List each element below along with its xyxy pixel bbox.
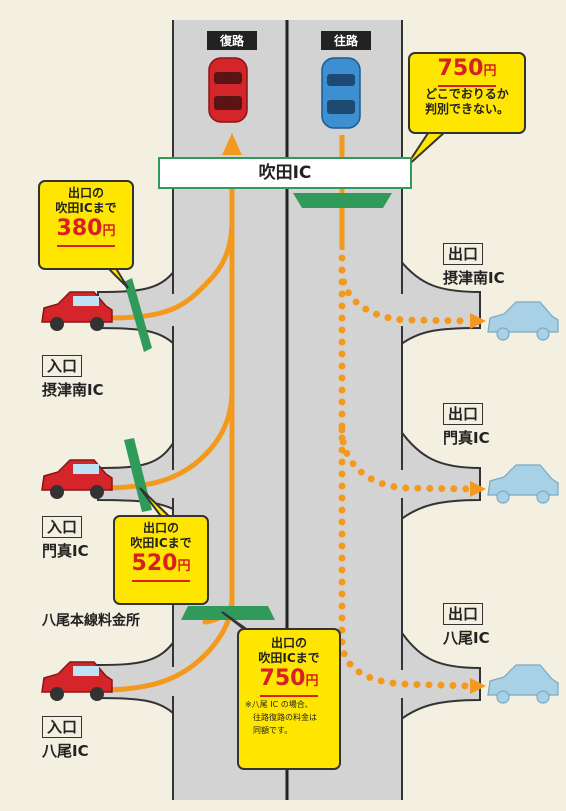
car-red-top <box>208 57 248 123</box>
callout-settsu: 出口の 吹田ICまで 380円 <box>38 180 134 270</box>
car-blue-top <box>321 57 361 129</box>
ramp-yao-exit <box>399 626 481 722</box>
suita-gate <box>293 193 392 208</box>
callout-outbound-price: 750円 どこでおりるか 判別できない。 <box>408 52 526 134</box>
exit-tag-kadoma: 出口 <box>443 403 484 425</box>
car-red-yao <box>41 661 113 701</box>
ramp-kadoma-exit <box>399 426 481 522</box>
car-red-settsu <box>41 291 113 331</box>
callout-yao: 出口の 吹田ICまで 750円 ※八尾 IC の場合、 往路復路の料金は 同額で… <box>237 628 341 770</box>
yao-plaza-gate <box>181 606 275 620</box>
settsu-gate <box>124 278 152 352</box>
car-faded-settsu <box>487 301 559 341</box>
settsu-price: 380 <box>56 216 103 241</box>
outbound-price: 750 <box>437 56 484 81</box>
car-faded-kadoma <box>487 464 559 504</box>
entrance-name-kadoma: 門真IC <box>42 542 89 560</box>
car-faded-yao <box>487 664 559 704</box>
outbound-lane-tag: 往路 <box>321 31 371 50</box>
entrance-tag-yao: 入口 <box>42 716 83 738</box>
kadoma-price: 520 <box>131 551 178 576</box>
exit-name-yao: 八尾IC <box>443 629 490 647</box>
return-lane-tag: 復路 <box>207 31 257 50</box>
entrance-tag-settsu: 入口 <box>42 355 83 377</box>
yao-plaza-label: 八尾本線料金所 <box>42 613 140 629</box>
exit-name-kadoma: 門真IC <box>443 429 490 447</box>
suita-ic-bar: 吹田IC <box>158 157 412 189</box>
return-arrow <box>222 133 242 155</box>
entrance-tag-kadoma: 入口 <box>42 516 83 538</box>
entrance-name-settsu: 摂津南IC <box>42 381 104 399</box>
exit-tag-yao: 出口 <box>443 603 484 625</box>
exit-name-settsu: 摂津南IC <box>443 269 505 287</box>
yao-price: 750 <box>259 666 306 691</box>
outbound-dotted <box>338 254 474 690</box>
exit-tag-settsu: 出口 <box>443 243 484 265</box>
callout-kadoma: 出口の 吹田ICまで 520円 <box>113 515 209 605</box>
entrance-name-yao: 八尾IC <box>42 742 89 760</box>
car-red-kadoma <box>41 459 113 499</box>
